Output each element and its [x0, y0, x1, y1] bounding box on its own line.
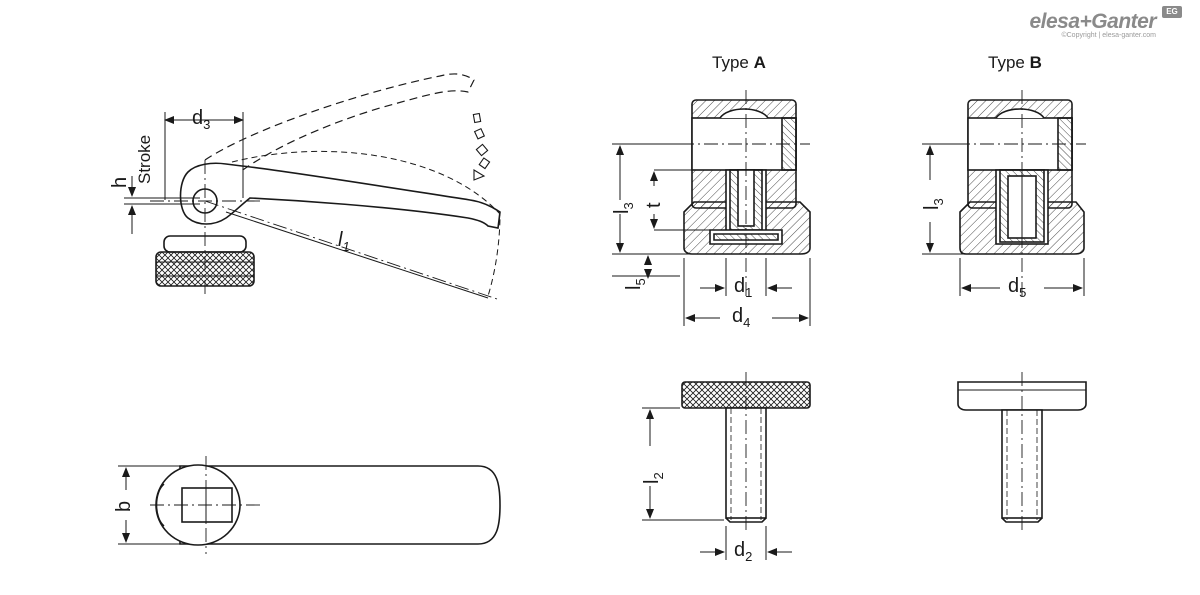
dim-d4: d4	[732, 305, 750, 330]
dim-stroke: Stroke	[135, 135, 154, 184]
logo-brand: elesa+Ganter	[1029, 10, 1156, 33]
type-a-label: Type A	[712, 53, 766, 72]
dim-l5: l5	[623, 278, 648, 290]
logo-copyright: ©Copyright | elesa-ganter.com	[1061, 32, 1156, 39]
type-a-section	[683, 99, 811, 255]
dim-h: h	[109, 177, 131, 188]
dim-l1: l1	[338, 229, 350, 254]
dim-b: b	[113, 501, 135, 512]
dim-t: t	[643, 202, 665, 208]
dim-d1: d1	[734, 275, 752, 300]
rotation-indicator	[472, 112, 491, 181]
eg-badge-icon: EG	[1162, 6, 1182, 18]
lever-side-view	[155, 162, 501, 287]
dim-d2: d2	[734, 539, 752, 564]
lever-open-position	[204, 73, 475, 173]
dim-l2: l2	[641, 472, 666, 484]
dim-l3-type-b: l3	[921, 198, 946, 210]
dim-d5: d5	[1008, 275, 1026, 300]
dim-d3: d3	[192, 107, 210, 132]
elesa-ganter-logo: elesa+Ganter ©Copyright | elesa-ganter.c…	[1029, 6, 1182, 39]
dim-l3-type-a: l3	[611, 202, 636, 214]
type-b-label: Type B	[988, 53, 1042, 72]
